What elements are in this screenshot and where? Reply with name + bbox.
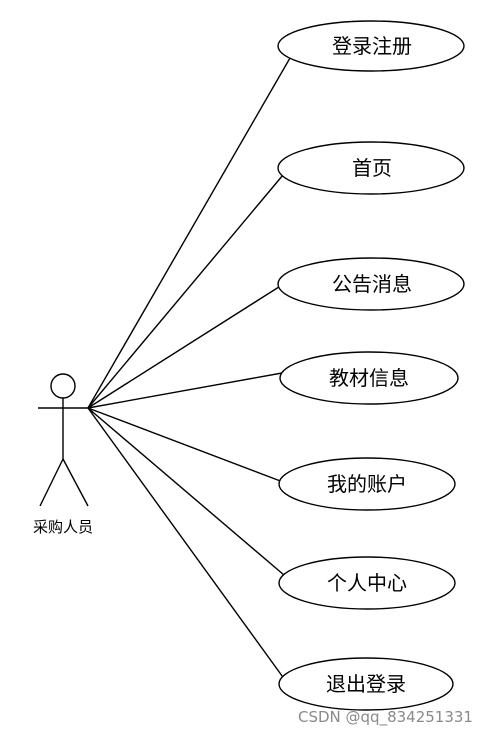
use-case-account: 我的账户 (278, 457, 456, 511)
use-case-personal: 个人中心 (278, 556, 456, 610)
use-case-label: 公告消息 (332, 272, 412, 296)
use-case-label: 退出登录 (326, 672, 406, 696)
use-case-home: 首页 (277, 141, 465, 195)
actor-head (50, 373, 76, 399)
use-case-login: 登录注册 (277, 20, 465, 72)
association-line-account (87, 407, 284, 483)
association-line-home (87, 174, 284, 409)
use-case-label: 教材信息 (329, 366, 409, 390)
use-case-label: 我的账户 (327, 472, 407, 496)
actor-left-leg (39, 458, 64, 507)
association-line-textbook (87, 372, 283, 409)
use-case-ellipse (278, 556, 456, 610)
watermark: CSDN @qq_834251331 (298, 708, 473, 726)
actor-figure (38, 373, 89, 507)
use-case-ellipse (279, 351, 459, 405)
use-case-notice: 公告消息 (277, 257, 465, 311)
association-line-logout (87, 407, 286, 681)
use-case-ellipse (278, 657, 454, 711)
association-line-login (87, 57, 291, 409)
use-case-ellipse (277, 257, 465, 311)
use-case-logout: 退出登录 (278, 657, 454, 711)
use-case-label: 登录注册 (332, 34, 412, 58)
association-line-notice (87, 284, 283, 409)
use-case-textbook: 教材信息 (279, 351, 459, 405)
use-case-label: 首页 (352, 156, 392, 180)
use-case-label: 个人中心 (327, 571, 407, 595)
actor-right-leg (62, 458, 89, 507)
use-case-ellipse (278, 457, 456, 511)
actor-label: 采购人员 (33, 518, 93, 536)
association-lines (87, 57, 291, 681)
use-case-ellipse (277, 20, 465, 72)
association-line-personal (87, 407, 285, 576)
use-case-ellipse (277, 141, 465, 195)
